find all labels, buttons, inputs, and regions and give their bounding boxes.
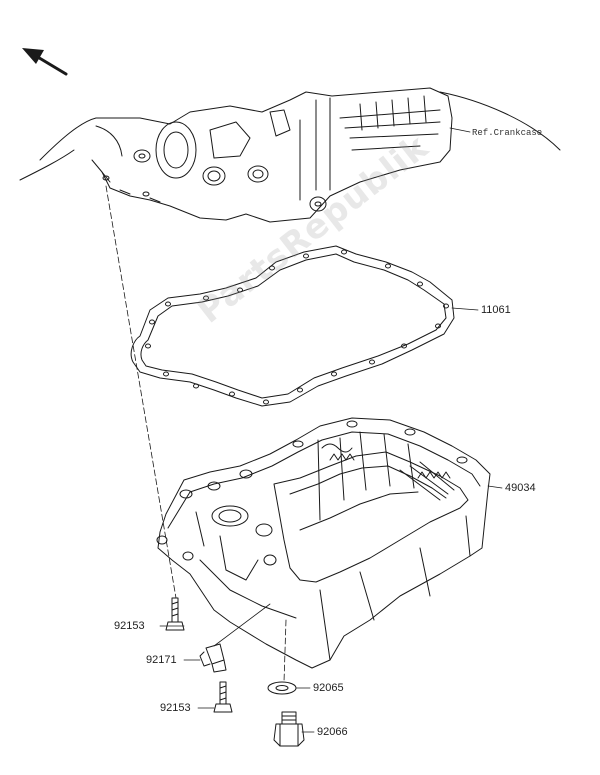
callout-bolt-lower: 92153 <box>160 702 191 714</box>
gasket-outline <box>130 245 455 407</box>
bolt-lower-part <box>213 681 233 713</box>
callout-bolt-upper: 92153 <box>114 620 145 632</box>
bolt-upper-part <box>165 597 185 631</box>
callout-washer: 92065 <box>313 682 344 694</box>
oil-pan-outline <box>156 417 491 669</box>
drain-plug-part <box>273 711 305 747</box>
washer-part <box>267 681 297 695</box>
front-direction-arrow-icon <box>22 48 68 76</box>
callout-drain-plug: 92066 <box>317 726 348 738</box>
callout-oil-pan: 49034 <box>505 482 536 494</box>
callout-gasket: 11061 <box>481 304 511 316</box>
callout-crankcase-ref: Ref.Crankcase <box>472 128 543 138</box>
crankcase-outline <box>19 87 561 223</box>
callout-clamp: 92171 <box>146 654 177 666</box>
clamp-part <box>199 643 227 673</box>
leader-lines <box>105 127 503 733</box>
